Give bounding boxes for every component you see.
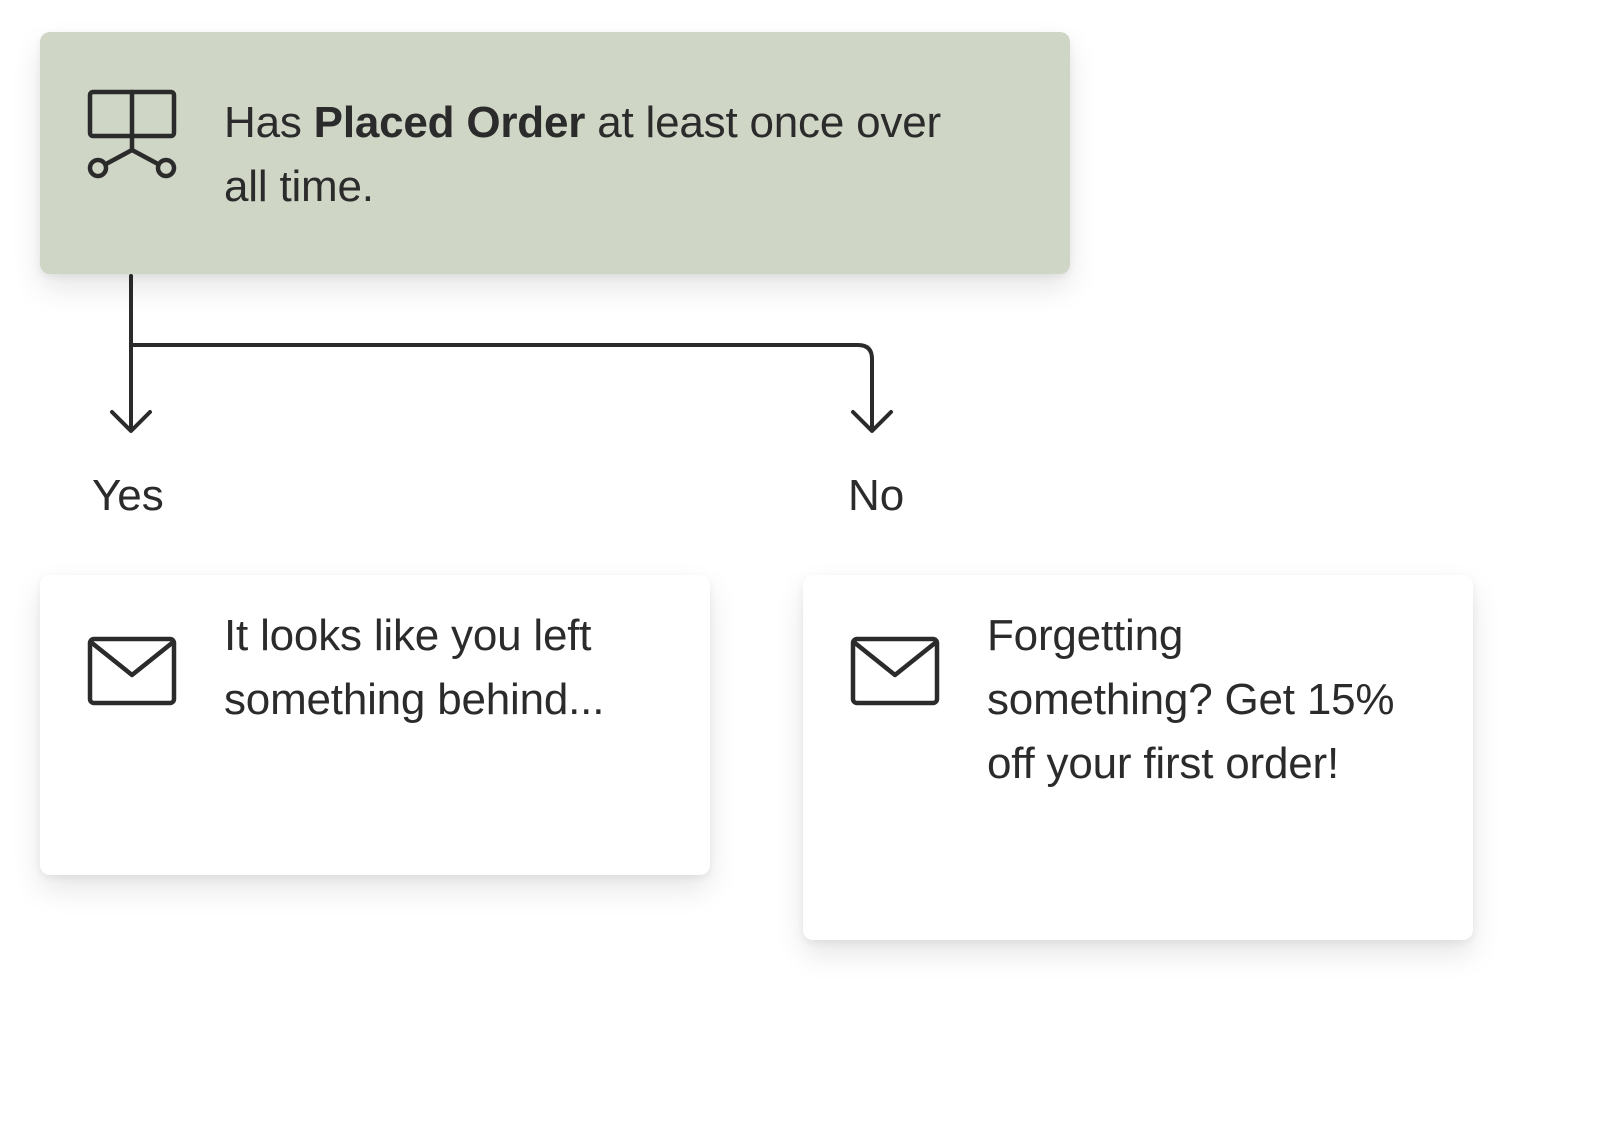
branch-line <box>129 343 874 432</box>
email-icon <box>850 636 940 706</box>
conditional-split-card[interactable]: Has Placed Order at least once over all … <box>40 32 1070 274</box>
split-text-before: Has <box>224 98 314 147</box>
no-arrowhead <box>851 410 893 433</box>
no-branch-label: No <box>848 471 905 520</box>
no-email-message: Forgetting something? Get 15% off your f… <box>987 611 1395 788</box>
split-text-after: at least once over all time. <box>224 98 941 211</box>
yes-branch-label: Yes <box>92 471 164 520</box>
split-text-bold: Placed Order <box>313 98 586 147</box>
conditional-split-icon <box>87 89 177 179</box>
no-email-card[interactable]: Forgetting something? Get 15% off your f… <box>803 575 1473 940</box>
yes-email-message: It looks like you left something behind.… <box>224 611 605 724</box>
yes-arrowhead <box>110 410 152 433</box>
email-icon <box>87 636 177 706</box>
split-condition-text: Has Placed Order at least once over all … <box>224 91 984 219</box>
yes-email-card[interactable]: It looks like you left something behind.… <box>40 575 710 875</box>
